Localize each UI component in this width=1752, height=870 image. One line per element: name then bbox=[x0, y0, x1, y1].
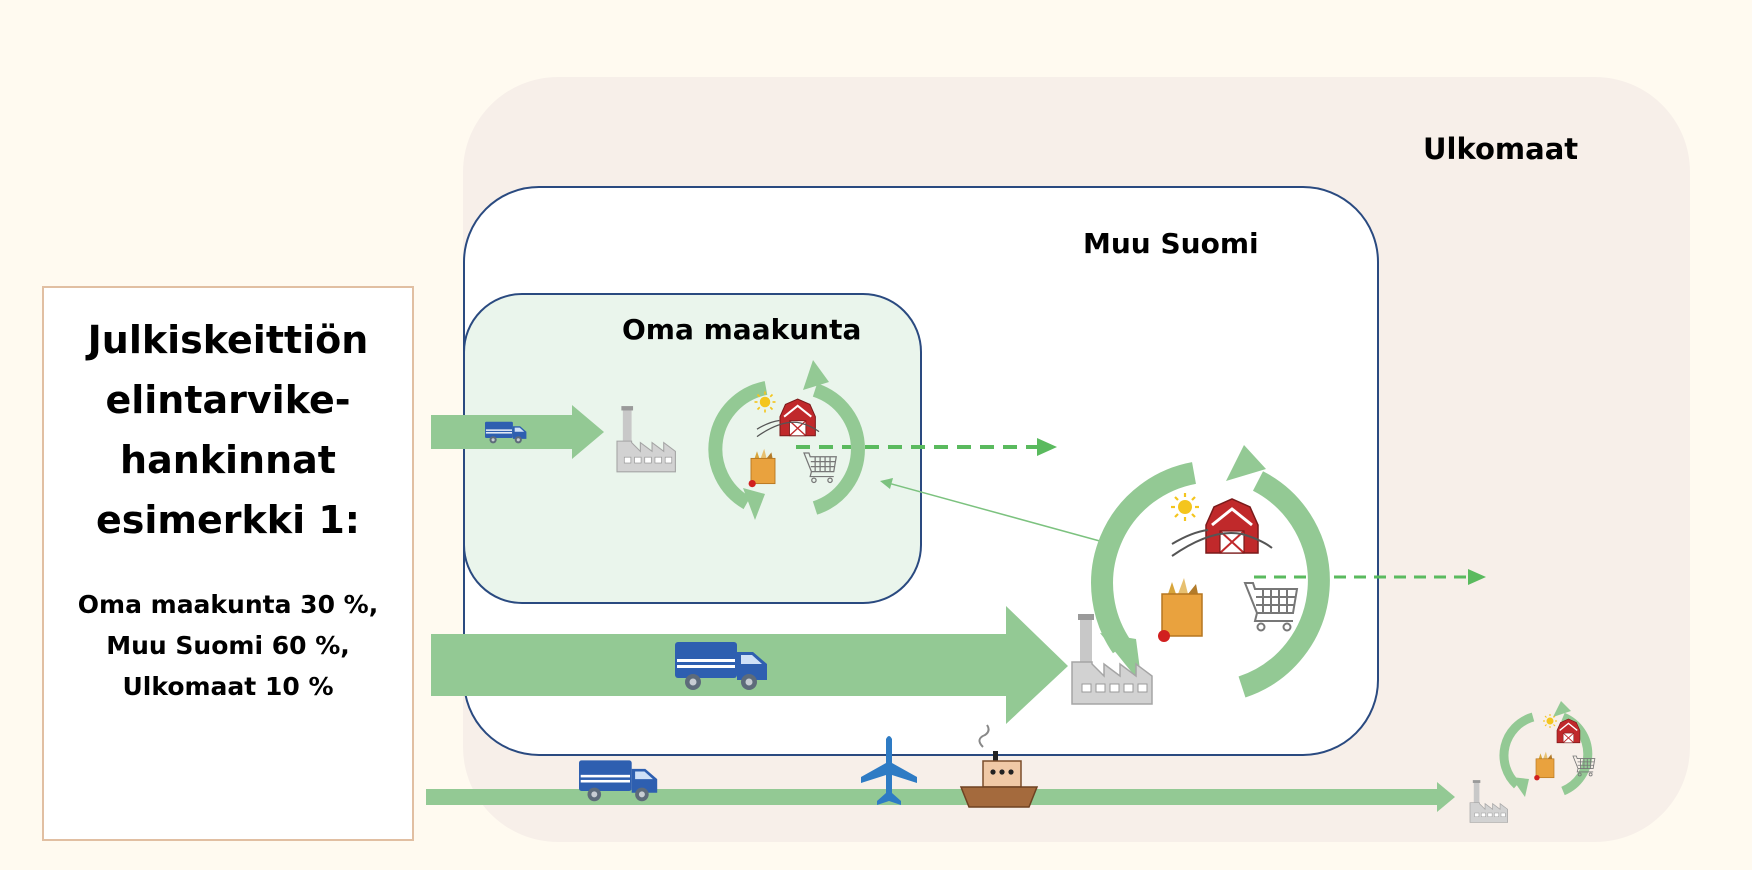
region-label-oma-maakunta: Oma maakunta bbox=[622, 313, 862, 346]
share-line: Muu Suomi 60 %, bbox=[106, 631, 350, 660]
title-line: esimerkki 1: bbox=[96, 498, 360, 542]
barn-icon bbox=[778, 397, 817, 437]
info-box: Julkiskeittiön elintarvike- hankinnat es… bbox=[42, 286, 414, 841]
info-box-shares: Oma maakunta 30 %, Muu Suomi 60 %, Ulkom… bbox=[44, 584, 412, 707]
region-label-muu-suomi: Muu Suomi bbox=[1083, 227, 1259, 260]
barn-icon bbox=[1204, 497, 1260, 555]
region-label-ulkomaat: Ulkomaat bbox=[1423, 132, 1579, 166]
thin-supply-arrow bbox=[880, 478, 1119, 547]
ship-icon bbox=[959, 724, 1039, 808]
share-line: Ulkomaat 10 % bbox=[122, 672, 334, 701]
cycle-arrows-icon bbox=[708, 360, 865, 520]
title-line: hankinnat bbox=[120, 438, 336, 482]
dashed-export-arrow-oma bbox=[796, 438, 1057, 456]
info-box-title: Julkiskeittiön elintarvike- hankinnat es… bbox=[44, 310, 412, 550]
barn-icon bbox=[1556, 718, 1581, 744]
airplane-icon bbox=[861, 736, 917, 805]
title-line: elintarvike- bbox=[105, 378, 351, 422]
dashed-export-arrow-muu-suomi bbox=[1254, 569, 1486, 585]
share-line: Oma maakunta 30 %, bbox=[77, 590, 379, 619]
cycle-arrows-icon bbox=[1091, 445, 1330, 698]
title-line: Julkiskeittiön bbox=[87, 318, 369, 362]
flow-arrow-ulkomaat bbox=[426, 782, 1455, 812]
